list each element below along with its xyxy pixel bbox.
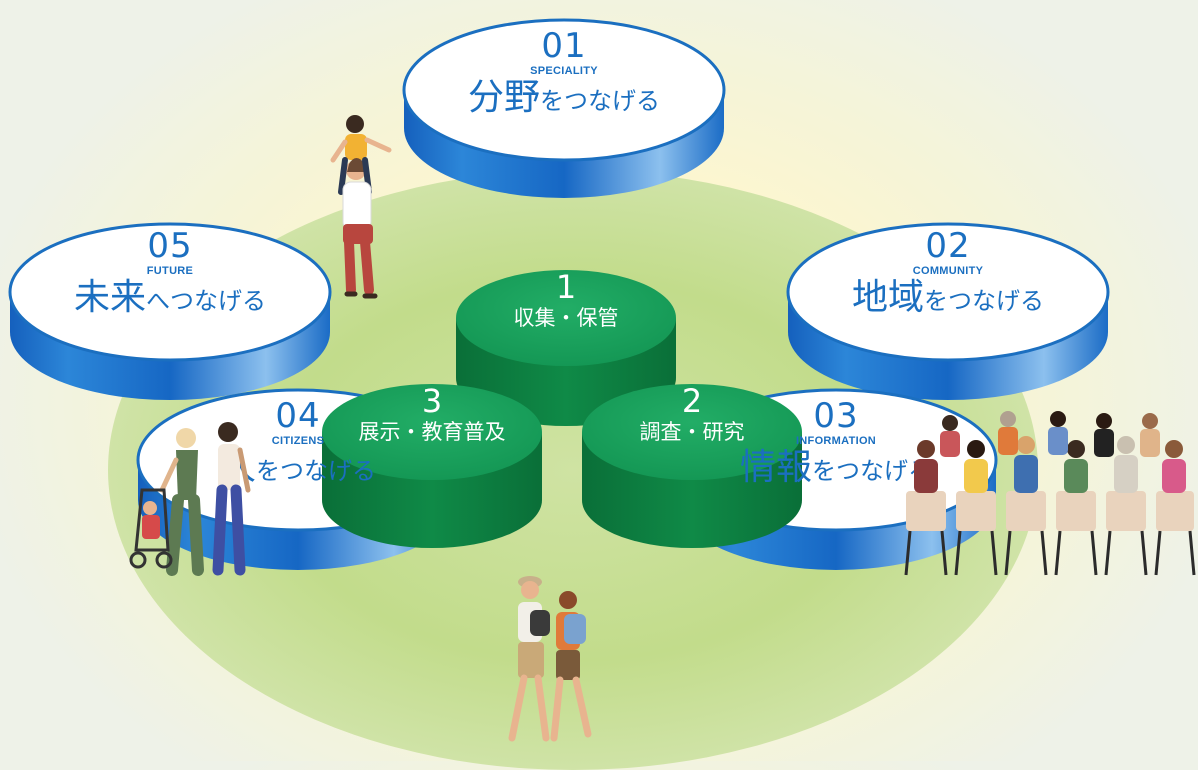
hikers-illustration [508, 576, 592, 742]
node-02-jp-suffix: をつなげる [924, 287, 1044, 315]
node-03-jp-main: 情報 [739, 447, 812, 488]
node-05-jp-suffix: へつなげる [146, 287, 266, 315]
node-04-english: CITIZENS [271, 435, 325, 447]
node-05-number: 05 [147, 226, 193, 266]
node-01-label: 01 SPECIALITY 分野をつなげる [444, 28, 684, 121]
core-2-label: 2 調査・研究 [602, 384, 782, 446]
node-01-english: SPECIALITY [530, 65, 598, 77]
core-2-text: 調査・研究 [639, 420, 745, 444]
node-01-number: 01 [541, 26, 587, 66]
node-05-english: FUTURE [146, 265, 194, 277]
disc-01-shape [402, 18, 726, 198]
core-3-label: 3 展示・教育普及 [332, 384, 532, 446]
node-03-number: 03 [813, 396, 859, 436]
core-1-label: 1 収集・保管 [476, 270, 656, 332]
disc-02-shape [786, 222, 1110, 400]
core-disc-2-shape [582, 384, 802, 548]
node-05-label: 05 FUTURE 未来へつなげる [50, 228, 290, 321]
node-05-jp-main: 未来 [73, 277, 146, 318]
node-01-jp-main: 分野 [467, 77, 540, 118]
node-04-number: 04 [275, 396, 321, 436]
disc-05-shape [8, 222, 332, 400]
core-3-number: 3 [421, 382, 443, 420]
node-02-label: 02 COMMUNITY 地域をつなげる [828, 228, 1068, 321]
node-01-jp-suffix: をつなげる [540, 87, 660, 115]
node-02-number: 02 [925, 226, 971, 266]
node-03-label: 03 INFORMATION 情報をつなげる [716, 398, 956, 491]
parent-child-illustration [330, 115, 392, 299]
family-stroller-illustration [129, 422, 251, 576]
core-disc-3-shape [322, 384, 542, 548]
node-02-english: COMMUNITY [912, 265, 984, 277]
core-2-number: 2 [681, 382, 703, 420]
node-03-jp-suffix: をつなげる [812, 457, 932, 485]
node-02-jp-main: 地域 [851, 277, 924, 318]
node-03-english: INFORMATION [795, 435, 877, 447]
node-04-jp-suffix: をつなげる [256, 457, 376, 485]
core-3-text: 展示・教育普及 [358, 420, 506, 444]
core-1-text: 収集・保管 [513, 306, 619, 330]
core-1-number: 1 [555, 268, 577, 306]
audience-illustration [904, 411, 1196, 576]
